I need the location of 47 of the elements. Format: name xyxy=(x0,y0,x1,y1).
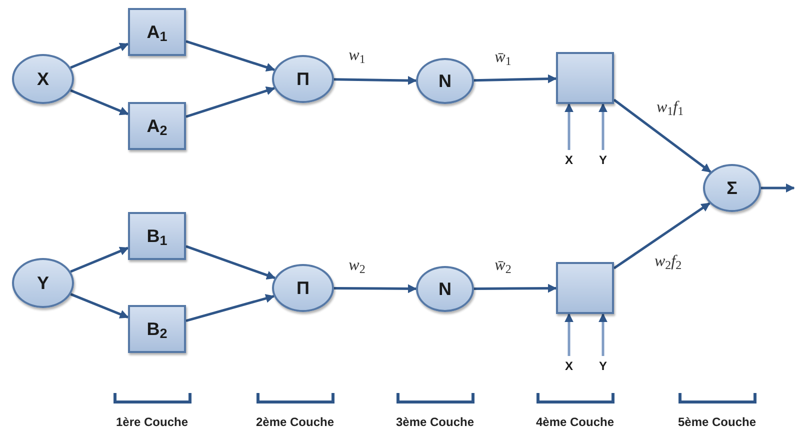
arrow xyxy=(564,313,574,356)
edge-label: w$_{1}$f$_{1}$ xyxy=(656,100,684,116)
layer-label: 2ème Couche xyxy=(254,414,336,431)
edge-label: w$_{2}$f$_{2}$ xyxy=(654,254,682,270)
input-label: X xyxy=(561,358,577,374)
box-node: B$_{2}$ xyxy=(128,305,186,353)
edge-label: w̄$_{2}$ xyxy=(494,258,512,274)
input-label: Y xyxy=(595,358,611,374)
edge-label: w$_{1}$ xyxy=(348,48,366,64)
box-node: A$_{1}$ xyxy=(128,8,186,56)
arrow xyxy=(761,184,795,192)
arrow xyxy=(70,293,129,318)
layer-label: 1ère Couche xyxy=(114,414,190,431)
arrow xyxy=(70,246,129,273)
box-node: B$_{1}$ xyxy=(128,212,186,260)
arrow xyxy=(186,245,276,280)
arrow xyxy=(334,76,417,85)
input-label: Y xyxy=(595,152,611,168)
edge-label: w̄$_{1}$ xyxy=(494,50,512,66)
layer-label: 4ème Couche xyxy=(534,414,616,431)
arrow xyxy=(186,40,276,72)
arrow xyxy=(474,284,557,293)
circle-node: N xyxy=(416,266,474,312)
circle-node: X xyxy=(12,54,74,104)
edge-label: w$_{2}$ xyxy=(348,258,366,274)
circle-node: Π xyxy=(272,264,334,312)
arrow xyxy=(564,103,574,150)
arrow xyxy=(474,74,557,84)
arrow xyxy=(598,103,608,150)
arrow xyxy=(70,89,129,116)
arrow xyxy=(70,42,129,69)
box-node: A$_{2}$ xyxy=(128,102,186,150)
arrow xyxy=(598,313,608,356)
circle-node: Σ xyxy=(703,164,761,212)
layer-label: 5ème Couche xyxy=(676,414,758,431)
arrow xyxy=(186,294,275,322)
arrow xyxy=(186,86,276,118)
box-node xyxy=(556,52,614,104)
arrow xyxy=(613,98,712,173)
arrow xyxy=(613,202,710,270)
box-node xyxy=(556,262,614,314)
input-label: X xyxy=(561,152,577,168)
circle-node: N xyxy=(416,58,474,104)
arrow xyxy=(334,284,417,294)
layer-label: 3ème Couche xyxy=(394,414,476,431)
circle-node: Y xyxy=(12,258,74,308)
circle-node: Π xyxy=(272,55,334,103)
